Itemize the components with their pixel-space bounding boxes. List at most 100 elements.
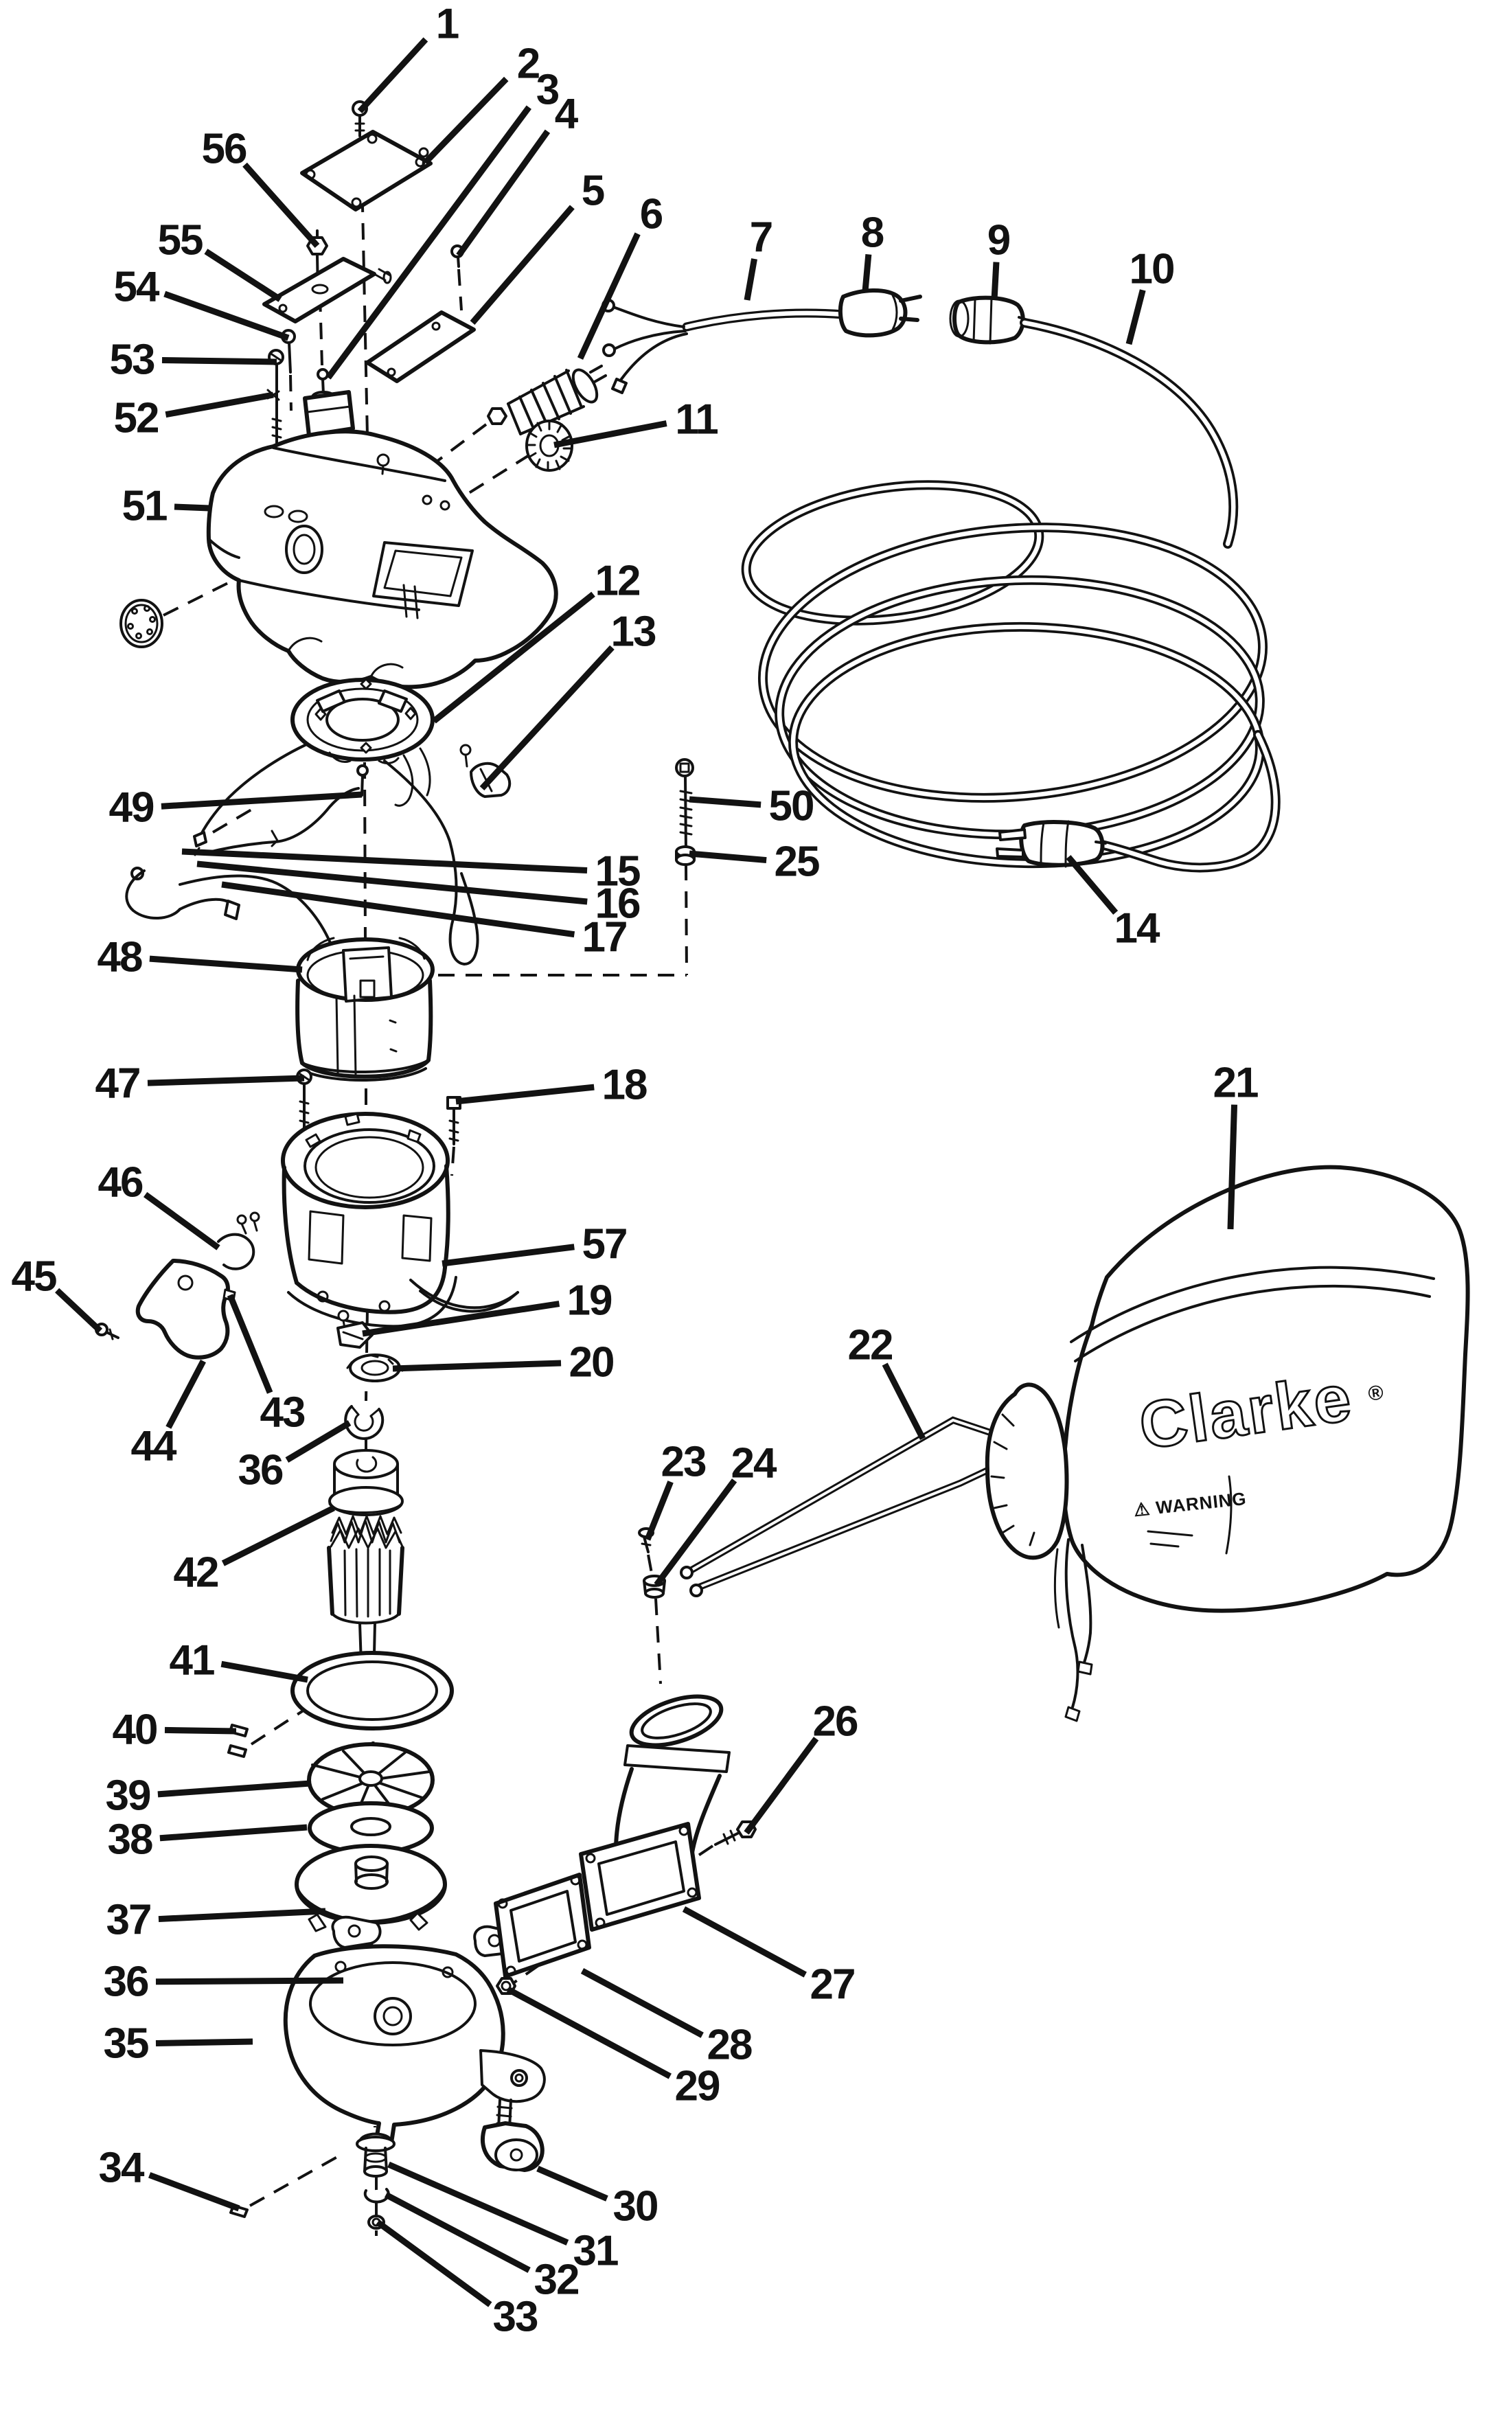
part-field-screw bbox=[296, 1069, 312, 1129]
callout-16: 16 bbox=[196, 860, 641, 928]
callout-number-54: 54 bbox=[114, 264, 160, 311]
callout-number-53: 53 bbox=[110, 336, 154, 384]
bag-reg-mark: ® bbox=[1366, 1381, 1384, 1406]
callout-number-4: 4 bbox=[555, 91, 579, 138]
callout-leader-36 bbox=[285, 1420, 352, 1463]
part-perforated-disc bbox=[119, 599, 163, 648]
callout-27: 27 bbox=[682, 1906, 856, 2009]
callout-number-26: 26 bbox=[813, 1698, 858, 1746]
callout-leader-6 bbox=[577, 232, 641, 360]
callout-leader-46 bbox=[144, 1191, 220, 1250]
callout-30: 30 bbox=[536, 2165, 658, 2230]
callout-number-55: 55 bbox=[158, 217, 203, 264]
callout-4: 4 bbox=[456, 91, 580, 258]
callout-number-30: 30 bbox=[613, 2183, 658, 2230]
callout-36: 36 bbox=[104, 1958, 344, 2006]
callout-leader-13 bbox=[479, 645, 615, 791]
callout-number-15: 15 bbox=[595, 848, 640, 895]
part-housing-screw bbox=[446, 1096, 461, 1145]
part-pigtail-cord bbox=[602, 299, 848, 394]
callout-number-8: 8 bbox=[861, 209, 884, 257]
callout-20: 20 bbox=[392, 1339, 615, 1386]
callout-41: 41 bbox=[170, 1637, 308, 1684]
callout-number-23: 23 bbox=[661, 1439, 706, 1486]
part-cover-plate-small bbox=[365, 310, 476, 383]
callout-number-25: 25 bbox=[775, 838, 819, 886]
callout-46: 46 bbox=[98, 1159, 220, 1250]
callout-number-13: 13 bbox=[611, 608, 656, 656]
callout-leader-2 bbox=[423, 76, 509, 165]
callout-53: 53 bbox=[110, 336, 277, 384]
callout-14: 14 bbox=[1066, 855, 1162, 952]
part-armature bbox=[327, 1449, 404, 1685]
callout-leader-8 bbox=[862, 254, 872, 292]
part-bag-wire bbox=[680, 1416, 1011, 1597]
callout-leader-52 bbox=[165, 391, 274, 418]
callout-leader-16 bbox=[196, 860, 588, 905]
callout-40: 40 bbox=[113, 1706, 237, 1754]
callout-39: 39 bbox=[106, 1772, 311, 1820]
callout-number-27: 27 bbox=[810, 1961, 855, 2009]
callout-number-20: 20 bbox=[569, 1339, 614, 1386]
callout-number-1: 1 bbox=[436, 1, 459, 48]
callout-leader-1 bbox=[357, 37, 428, 114]
part-fan-baffle bbox=[295, 1844, 447, 1935]
callout-leader-14 bbox=[1066, 855, 1119, 915]
part-switch-lever-bracket bbox=[135, 1259, 236, 1360]
callout-10: 10 bbox=[1125, 246, 1175, 345]
callout-15: 15 bbox=[181, 848, 641, 895]
callout-leader-32 bbox=[384, 2192, 531, 2273]
callout-number-41: 41 bbox=[170, 1637, 214, 1684]
callout-number-51: 51 bbox=[122, 483, 167, 530]
callout-leader-53 bbox=[161, 356, 277, 365]
callout-52: 52 bbox=[114, 391, 274, 442]
callout-21: 21 bbox=[1213, 1060, 1259, 1230]
part-fan bbox=[307, 1742, 435, 1818]
callout-number-48: 48 bbox=[98, 934, 142, 981]
callout-leader-37 bbox=[158, 1908, 326, 1923]
callout-5: 5 bbox=[470, 168, 606, 325]
callout-leader-11 bbox=[553, 420, 667, 448]
callout-number-47: 47 bbox=[95, 1060, 140, 1108]
callout-11: 11 bbox=[553, 396, 719, 448]
callout-number-45: 45 bbox=[12, 1253, 56, 1301]
callout-number-3: 3 bbox=[536, 67, 559, 114]
callout-leader-19 bbox=[362, 1301, 560, 1337]
callout-leader-27 bbox=[682, 1906, 807, 1978]
callout-number-57: 57 bbox=[582, 1221, 627, 1268]
part-bearing-retainer bbox=[336, 1310, 374, 1349]
callout-number-19: 19 bbox=[567, 1277, 612, 1325]
callout-45: 45 bbox=[12, 1253, 103, 1334]
callout-leader-50 bbox=[689, 796, 761, 808]
callout-23: 23 bbox=[644, 1439, 707, 1541]
callout-number-16: 16 bbox=[595, 880, 640, 928]
artwork: Clarke ® ⚠ WARNING bbox=[95, 100, 1470, 2230]
callout-2: 2 bbox=[423, 41, 540, 165]
callout-number-33: 33 bbox=[493, 2294, 538, 2341]
callout-number-24: 24 bbox=[731, 1440, 777, 1487]
callout-number-39: 39 bbox=[106, 1772, 150, 1820]
callout-7: 7 bbox=[744, 214, 773, 301]
callout-8: 8 bbox=[861, 209, 885, 292]
callout-number-35: 35 bbox=[104, 2020, 148, 2068]
callout-leader-31 bbox=[387, 2161, 569, 2246]
callout-leader-15 bbox=[181, 848, 588, 874]
callout-leader-29 bbox=[506, 1987, 672, 2079]
callout-number-2: 2 bbox=[517, 41, 539, 88]
callout-number-28: 28 bbox=[707, 2022, 752, 2069]
callout-number-9: 9 bbox=[987, 217, 1010, 264]
callout-37: 37 bbox=[106, 1897, 326, 1944]
callout-leader-49 bbox=[161, 791, 363, 810]
callout-number-32: 32 bbox=[534, 2257, 579, 2304]
callout-number-7: 7 bbox=[750, 214, 772, 262]
callout-38: 38 bbox=[108, 1816, 308, 1864]
part-drain-valve bbox=[356, 2132, 396, 2178]
callout-number-6: 6 bbox=[640, 191, 663, 238]
callout-leader-30 bbox=[536, 2165, 608, 2202]
callout-leader-39 bbox=[157, 1780, 311, 1798]
callout-17: 17 bbox=[221, 881, 628, 961]
callout-28: 28 bbox=[580, 1968, 753, 2069]
callout-leader-42 bbox=[221, 1505, 336, 1566]
callout-number-38: 38 bbox=[108, 1816, 152, 1864]
